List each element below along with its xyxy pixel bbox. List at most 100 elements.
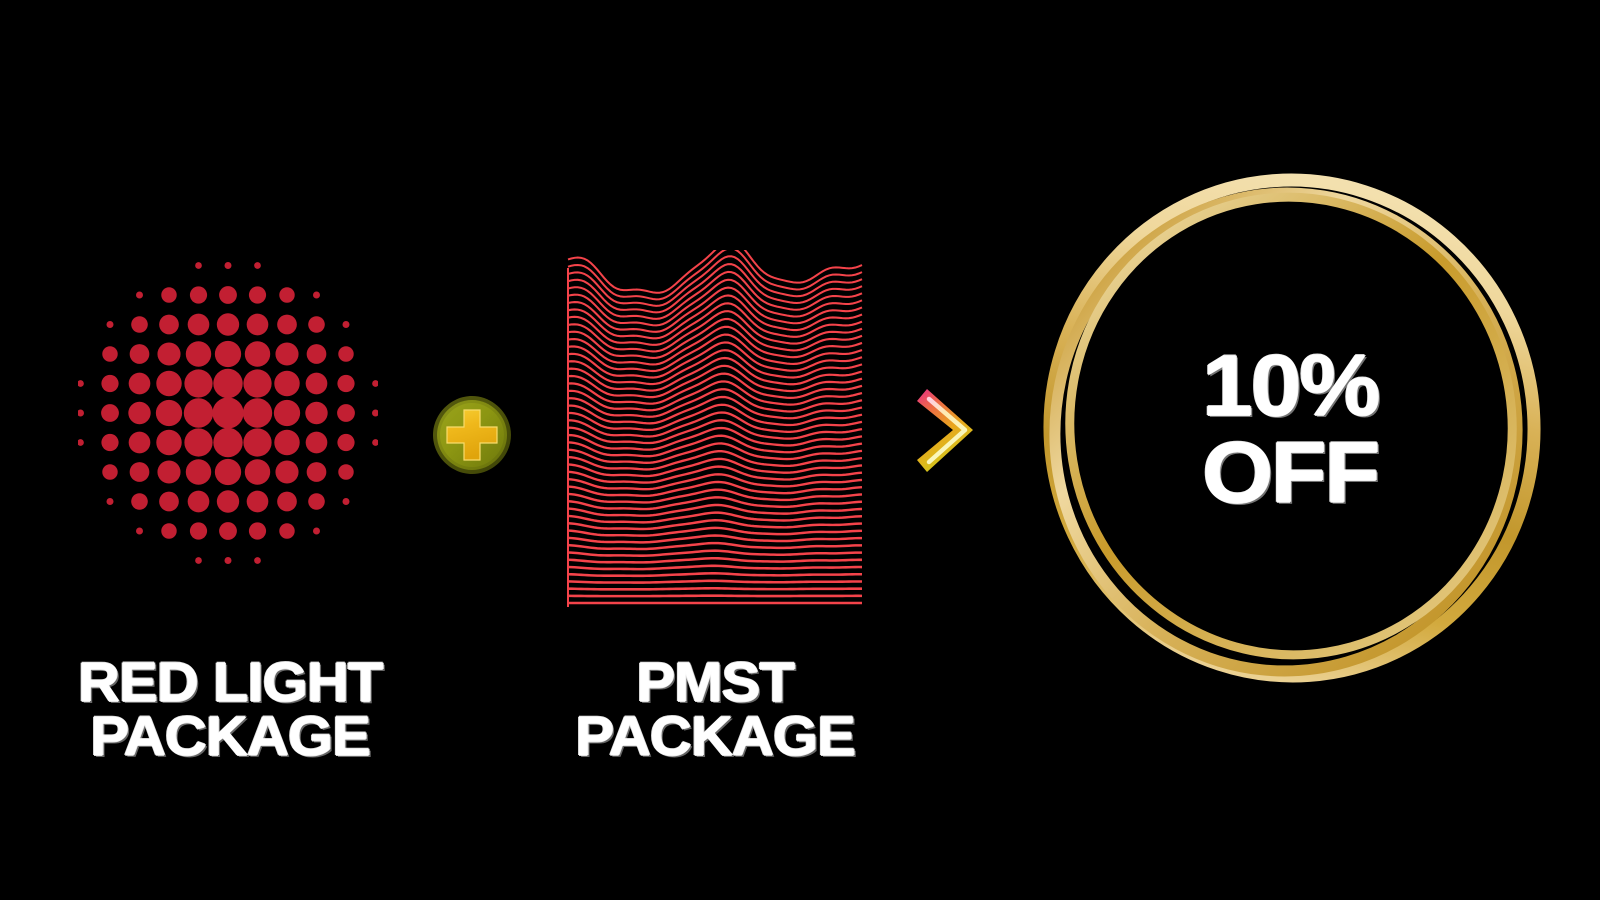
halftone-dot: [189, 286, 208, 304]
waveform-line: [567, 534, 863, 544]
waveform-line: [567, 488, 863, 504]
halftone-dot: [372, 409, 378, 417]
waveform-line: [567, 333, 863, 373]
halftone-dot: [187, 490, 210, 513]
waveform-line: [567, 278, 863, 327]
halftone-dot: [129, 462, 150, 482]
plus-icon: [427, 390, 517, 480]
halftone-dot: [243, 369, 272, 398]
waveform-line: [567, 480, 863, 498]
halftone-dot: [308, 493, 325, 510]
halftone-dot: [313, 527, 320, 535]
halftone-dot: [243, 428, 272, 457]
waveform-line: [567, 395, 863, 425]
halftone-dot: [136, 291, 143, 299]
halftone-dot: [216, 313, 240, 336]
halftone-dot: [308, 316, 325, 333]
waveform-line: [567, 511, 863, 524]
halftone-dot: [155, 399, 183, 427]
waveform-line: [567, 255, 863, 307]
waveform-line: [567, 250, 863, 294]
halftone-dot: [195, 557, 202, 564]
halftone-dot: [212, 397, 244, 429]
waveform-line: [567, 263, 863, 314]
waveform-line: [567, 457, 863, 478]
halftone-dot: [219, 522, 237, 540]
halftone-dot: [78, 439, 84, 446]
halftone-dot: [106, 498, 114, 505]
halftone-dot: [337, 433, 355, 452]
halftone-dot: [313, 291, 320, 299]
halftone-dot: [219, 286, 237, 304]
halftone-dot: [131, 316, 148, 333]
halftone-dot: [254, 557, 261, 564]
waveform-line: [567, 541, 862, 551]
waveform-line: [567, 310, 863, 353]
halftone-dot: [185, 459, 212, 485]
halftone-dot: [338, 464, 354, 480]
caption-line-2: PACKAGE: [90, 703, 371, 767]
waveform-line: [567, 317, 863, 359]
halftone-dot: [159, 314, 179, 335]
waveform-line: [567, 349, 863, 386]
halftone-dot: [248, 522, 267, 540]
halftone-circle-icon: [78, 253, 378, 573]
halftone-dot: [184, 428, 213, 457]
gold-ring-stroke-3: [1065, 192, 1517, 660]
halftone-dot: [372, 380, 378, 387]
waveform-line: [567, 519, 863, 531]
caption-red-light-package: RED LIGHT PACKAGE: [22, 650, 438, 767]
caption-line-2: PACKAGE: [575, 703, 856, 767]
halftone-dot: [101, 374, 119, 393]
waveform-line: [567, 549, 863, 557]
halftone-dot: [306, 344, 327, 364]
halftone-dot: [275, 342, 299, 366]
caption-line-1: PMST: [636, 650, 795, 713]
waveform-line: [567, 442, 863, 464]
halftone-dot: [156, 429, 182, 456]
halftone-dot: [279, 523, 295, 539]
halftone-dot: [195, 262, 202, 269]
halftone-dot: [101, 404, 119, 422]
waveform-line: [567, 526, 863, 537]
halftone-dot: [78, 409, 84, 417]
halftone-dot: [279, 287, 295, 303]
halftone-dot: [224, 557, 232, 564]
halftone-dot: [275, 460, 299, 484]
waveform-line: [567, 380, 863, 412]
halftone-dot: [244, 459, 271, 485]
waveform-line: [567, 364, 863, 399]
halftone-dot: [216, 490, 240, 513]
halftone-dot: [246, 313, 269, 336]
waveform-line: [567, 473, 863, 491]
halftone-dot: [306, 462, 327, 482]
waveform-line: [567, 372, 863, 405]
halftone-dot: [78, 380, 84, 387]
halftone-dot: [156, 370, 182, 397]
halftone-dot: [213, 427, 243, 458]
halftone-dot: [277, 314, 297, 335]
gold-ring-badge: [1030, 160, 1550, 700]
waveform-line: [567, 294, 863, 340]
halftone-dot: [185, 341, 212, 367]
halftone-dot: [338, 346, 354, 362]
chevron-right-icon: [915, 383, 985, 478]
waveform-line: [567, 434, 863, 458]
halftone-dot: [372, 439, 378, 446]
halftone-dot: [128, 372, 151, 395]
halftone-dot: [189, 522, 208, 540]
halftone-dot: [254, 262, 261, 269]
halftone-dot: [342, 321, 350, 328]
waveform-line: [567, 419, 863, 445]
waveform-line: [567, 450, 863, 471]
halftone-dot: [128, 401, 151, 425]
halftone-dot: [136, 527, 143, 535]
waveform-line: [567, 302, 863, 346]
halftone-dot: [305, 431, 328, 454]
caption-line-1: RED LIGHT: [77, 650, 384, 713]
caption-pmst-package: PMST PACKAGE: [512, 650, 918, 767]
halftone-dot: [246, 490, 269, 513]
waveform-line: [567, 250, 863, 301]
waveform-line: [567, 426, 863, 451]
halftone-dot: [214, 458, 242, 486]
